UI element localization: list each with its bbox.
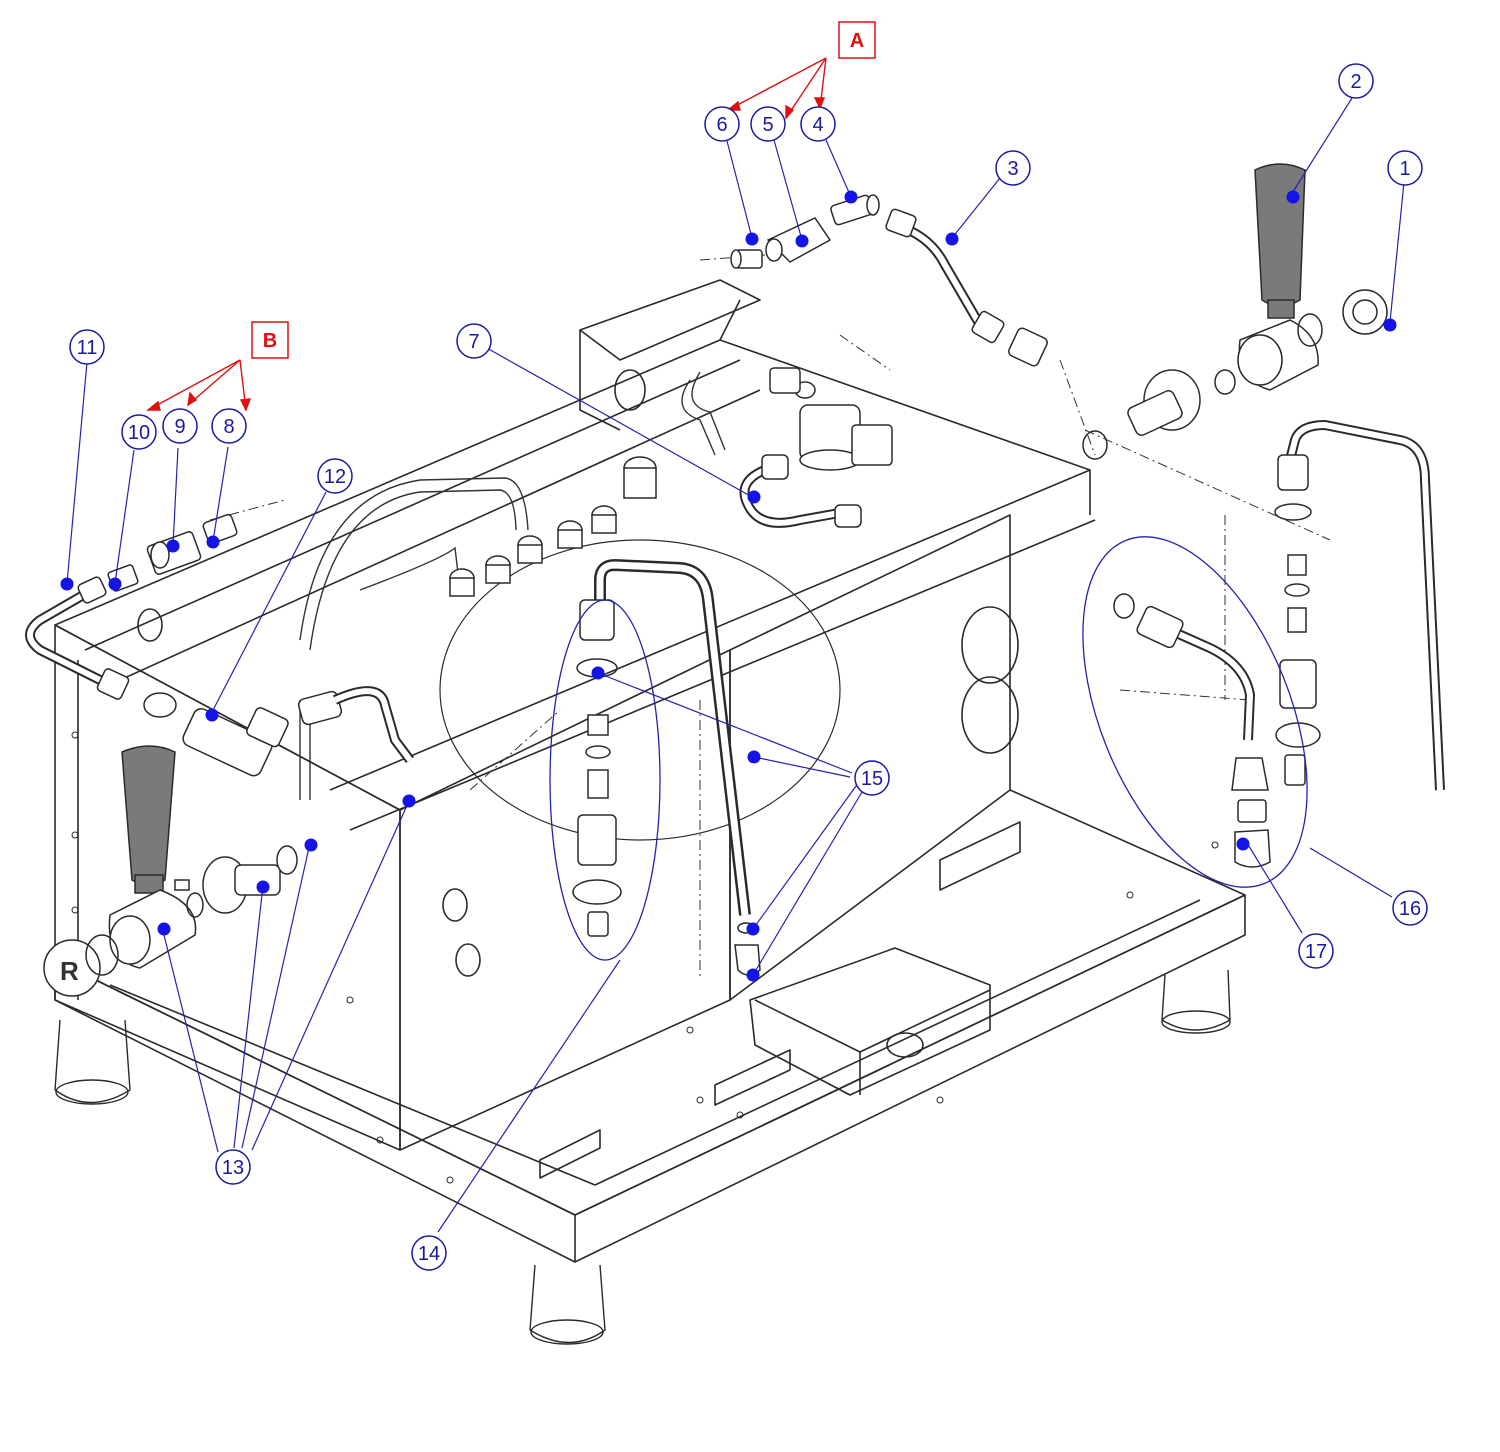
part-3-tube bbox=[893, 220, 985, 328]
callout-6: 6 bbox=[704, 106, 740, 142]
callout-17: 17 bbox=[1298, 933, 1334, 969]
anchor-dots bbox=[60, 190, 1397, 982]
callout-balloon bbox=[854, 760, 890, 796]
components bbox=[25, 163, 1445, 997]
right-valve-body bbox=[1082, 313, 1323, 460]
internal-tubing bbox=[299, 371, 726, 800]
group-label-b: B bbox=[251, 321, 289, 359]
part-4-elbow bbox=[830, 194, 880, 226]
right-valve-stack bbox=[1275, 554, 1321, 786]
callout-3: 3 bbox=[995, 150, 1031, 186]
callout-balloon bbox=[215, 1149, 251, 1185]
part-15-wand bbox=[594, 558, 751, 916]
part-11-tube bbox=[25, 585, 113, 690]
part-2-knob bbox=[1254, 163, 1306, 319]
callout-balloon bbox=[411, 1235, 447, 1271]
callout-balloon bbox=[1387, 150, 1423, 186]
callout-8: 8 bbox=[211, 408, 247, 444]
part-7-tube bbox=[739, 463, 846, 528]
callout-9: 9 bbox=[162, 408, 198, 444]
callout-14: 14 bbox=[411, 1235, 447, 1271]
central-valve-block bbox=[769, 367, 893, 471]
group-a-box bbox=[838, 21, 876, 59]
callout-number: 13 bbox=[222, 1157, 244, 1179]
part-1-cap bbox=[1342, 289, 1388, 335]
callout-number: 3 bbox=[1007, 158, 1018, 180]
callout-number: 1 bbox=[1399, 158, 1410, 180]
part-9-tee bbox=[146, 531, 202, 575]
callout-balloon bbox=[121, 414, 157, 450]
callout-balloon bbox=[69, 329, 105, 365]
callout-number: 12 bbox=[324, 466, 346, 488]
callout-balloon bbox=[162, 408, 198, 444]
callout-number: 11 bbox=[77, 337, 98, 359]
knob-logo: R bbox=[60, 956, 79, 986]
callout-4: 4 bbox=[800, 106, 836, 142]
callout-10: 10 bbox=[121, 414, 157, 450]
callout-number: 16 bbox=[1399, 898, 1421, 920]
part-14-valve-stack bbox=[572, 714, 622, 937]
callout-15: 15 bbox=[854, 760, 890, 796]
callout-balloon bbox=[995, 150, 1031, 186]
callout-number: 6 bbox=[716, 114, 727, 136]
callout-number: 15 bbox=[861, 768, 883, 790]
group-b-label: B bbox=[263, 330, 277, 352]
callout-balloon bbox=[704, 106, 740, 142]
callout-balloon bbox=[211, 408, 247, 444]
callout-number: 7 bbox=[468, 331, 479, 353]
leader-lines bbox=[66, 97, 1405, 1233]
callout-number: 14 bbox=[418, 1243, 440, 1265]
part-12-valve bbox=[143, 690, 343, 777]
callout-number: 8 bbox=[223, 416, 234, 438]
callout-16: 16 bbox=[1392, 890, 1428, 926]
callout-13: 13 bbox=[215, 1149, 251, 1185]
callout-number: 5 bbox=[762, 114, 773, 136]
callout-balloon bbox=[456, 323, 492, 359]
callout-12: 12 bbox=[317, 458, 353, 494]
group-label-a: A bbox=[838, 21, 876, 59]
outline-14 bbox=[549, 599, 661, 961]
callout-number: 9 bbox=[174, 416, 185, 438]
callout-balloon bbox=[1338, 63, 1374, 99]
callout-number: 17 bbox=[1305, 941, 1327, 963]
callout-11: 11 bbox=[69, 329, 105, 365]
callout-number: 4 bbox=[812, 114, 823, 136]
boiler-fittings bbox=[449, 456, 657, 597]
callout-2: 2 bbox=[1338, 63, 1374, 99]
callout-number: 10 bbox=[128, 422, 150, 444]
feet bbox=[54, 969, 1231, 1345]
callout-balloon bbox=[317, 458, 353, 494]
callout-5: 5 bbox=[750, 106, 786, 142]
group-outlines bbox=[549, 536, 1308, 961]
group-leaders bbox=[146, 57, 827, 412]
callout-number: 2 bbox=[1350, 71, 1361, 93]
callout-1: 1 bbox=[1387, 150, 1423, 186]
right-steam-wand bbox=[1285, 419, 1445, 791]
callout-balloon bbox=[1298, 933, 1334, 969]
callout-balloon bbox=[750, 106, 786, 142]
callout-balloon bbox=[800, 106, 836, 142]
callout-7: 7 bbox=[456, 323, 492, 359]
group-a-label: A bbox=[850, 30, 864, 52]
group-b-box bbox=[251, 321, 289, 359]
callout-balloon bbox=[1392, 890, 1428, 926]
part-13-knob-assembly bbox=[43, 745, 298, 997]
part-6-fitting bbox=[730, 249, 763, 269]
outline-16 bbox=[1082, 536, 1308, 888]
part-16-tube bbox=[1162, 623, 1256, 741]
